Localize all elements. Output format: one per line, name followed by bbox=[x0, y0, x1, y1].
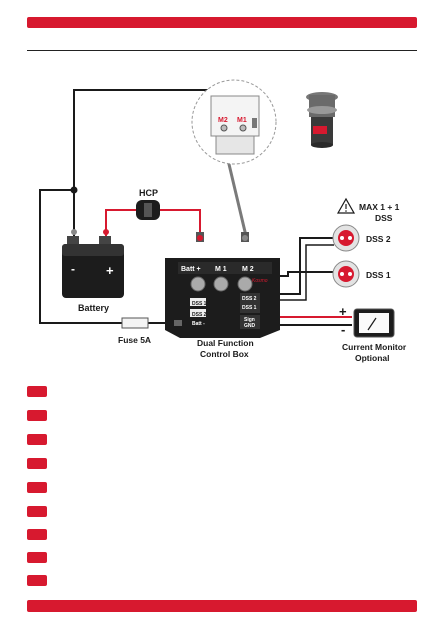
battery-minus-sign: - bbox=[71, 262, 75, 276]
motor-body bbox=[215, 135, 255, 155]
thruster-motor-image bbox=[306, 92, 338, 148]
current-monitor-label-2: Optional bbox=[355, 353, 389, 363]
current-monitor-label-1: Current Monitor bbox=[342, 342, 407, 352]
list-marker-7 bbox=[27, 529, 47, 540]
header-divider bbox=[27, 50, 417, 51]
battery bbox=[62, 229, 124, 298]
list-marker-2 bbox=[27, 410, 47, 421]
motor-m1-label: M1 bbox=[237, 117, 247, 124]
motor-terminal-m2 bbox=[220, 124, 228, 132]
control-box bbox=[165, 232, 280, 338]
list-marker-8 bbox=[27, 552, 47, 563]
header-bar bbox=[27, 17, 417, 28]
dss2-sensor bbox=[332, 224, 360, 252]
wire-junction bbox=[70, 186, 78, 194]
control-box-label-1: Dual Function bbox=[197, 338, 254, 348]
m2-port: M 2 bbox=[242, 266, 254, 273]
dss2-label: DSS 2 bbox=[366, 234, 391, 244]
fuse-label: Fuse 5A bbox=[118, 335, 151, 345]
battery-plus-sign: + bbox=[106, 263, 114, 278]
monitor-minus-sign: - bbox=[341, 322, 345, 337]
gnd-port: GND bbox=[244, 323, 256, 329]
wire-hcp-to-batt-plus bbox=[160, 209, 201, 236]
footer-bar bbox=[27, 600, 417, 612]
gauge-icon bbox=[353, 308, 395, 338]
dss2-port: DSS 2 bbox=[192, 312, 207, 318]
batt-minus-port: Batt - bbox=[192, 321, 205, 327]
warning-icon bbox=[336, 197, 356, 214]
m1-port: M 1 bbox=[215, 266, 227, 273]
wire-battery-plus-to-hcp bbox=[105, 209, 136, 236]
monitor-plus-sign: + bbox=[339, 304, 347, 319]
control-box-label-2: Control Box bbox=[200, 349, 249, 359]
brand-label: Kosmo bbox=[252, 278, 268, 284]
list-marker-3 bbox=[27, 434, 47, 445]
list-marker-6 bbox=[27, 506, 47, 517]
hcp-label: HCP bbox=[139, 188, 158, 198]
hcp-component bbox=[136, 200, 160, 220]
list-marker-9 bbox=[27, 575, 47, 586]
motor-terminal-plate bbox=[210, 95, 260, 137]
dss1-port: DSS 1 bbox=[192, 301, 207, 307]
wire-battery-minus-to-fuse bbox=[39, 189, 122, 324]
dss1-label: DSS 1 bbox=[366, 270, 391, 280]
list-marker-5 bbox=[27, 482, 47, 493]
fuse bbox=[121, 317, 149, 329]
dss2-right-port: DSS 2 bbox=[242, 296, 257, 302]
max-dss-line1: MAX 1 + 1 bbox=[359, 202, 400, 212]
sign-port: Sign bbox=[244, 317, 255, 323]
dss1-right-port: DSS 1 bbox=[242, 305, 257, 311]
list-marker-1 bbox=[27, 386, 47, 397]
dss1-sensor bbox=[332, 260, 360, 288]
motor-fuse-block bbox=[252, 118, 257, 128]
list-marker-4 bbox=[27, 458, 47, 469]
batt-plus-port: Batt + bbox=[181, 266, 201, 273]
max-dss-line2: DSS bbox=[375, 213, 393, 223]
motor-terminal-m1 bbox=[239, 124, 247, 132]
battery-label: Battery bbox=[78, 303, 109, 313]
motor-m2-label: M2 bbox=[218, 117, 228, 124]
wire-dss2-a bbox=[262, 237, 334, 295]
